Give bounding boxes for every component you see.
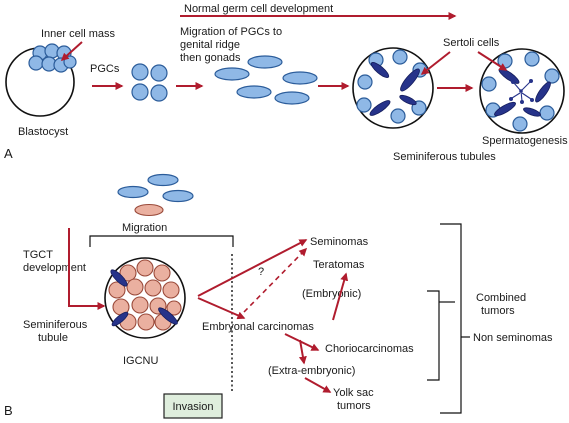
embryonic-label: (Embryonic) xyxy=(302,288,361,300)
migration-line-2: genital ridge xyxy=(180,39,240,51)
invasion-label: Invasion xyxy=(173,401,214,413)
to-seminomas-arrow xyxy=(197,239,308,297)
normal-development-label: Normal germ cell development xyxy=(184,3,333,15)
blastocyst-label: Blastocyst xyxy=(18,126,68,138)
igcnu-pink-cells xyxy=(108,259,182,331)
combined-line-1: Combined xyxy=(476,292,526,304)
teratomas-label: Teratomas xyxy=(313,259,365,271)
pgc-cluster xyxy=(131,63,168,102)
tgct-line-2: development xyxy=(23,262,86,274)
to-teratomas-arrow xyxy=(332,272,349,321)
yolk-sac-line-2: tumors xyxy=(337,400,371,412)
choriocarcinomas-label: Choriocarcinomas xyxy=(325,343,414,355)
yolk-sac-line-1: Yolk sac xyxy=(333,387,374,399)
spermatid-heads xyxy=(509,79,534,104)
blastocyst xyxy=(5,43,77,117)
spermatid-tails xyxy=(511,81,532,102)
invasion-box xyxy=(163,393,223,419)
extra-embryonic-label: (Extra-embryonic) xyxy=(268,365,355,377)
sertoli-pointer-1 xyxy=(420,51,451,75)
migration-line-1: Migration of PGCs to xyxy=(180,26,282,38)
non-seminomas-label: Non seminomas xyxy=(473,332,553,344)
seminiferous-b-line-2: tubule xyxy=(38,332,68,344)
to-extra-embryonic-arrow xyxy=(298,339,307,365)
migrating-pgcs xyxy=(214,55,318,105)
question-mark: ? xyxy=(258,266,264,278)
pgcs-label: PGCs xyxy=(90,63,120,75)
seminiferous-tubules-label: Seminiferous tubules xyxy=(393,151,496,163)
tgct-line-1: TGCT xyxy=(23,249,53,261)
combined-line-2: tumors xyxy=(481,305,515,317)
seminomas-label: Seminomas xyxy=(310,236,369,248)
to-embryonal-arrow xyxy=(197,297,246,320)
embryonal-carcinomas-label: Embryonal carcinomas xyxy=(202,321,314,333)
migration-b-label: Migration xyxy=(122,222,167,234)
seminiferous-b-line-1: Seminiferous xyxy=(23,319,88,331)
migration-line-3: then gonads xyxy=(180,52,241,64)
igcnu-tubule xyxy=(104,257,186,339)
inner-cell-mass-cells xyxy=(28,43,77,73)
inner-cell-mass-pointer xyxy=(60,41,83,62)
to-choriocarcinomas-arrow xyxy=(284,333,320,351)
igcnu-label: IGCNU xyxy=(123,355,159,367)
seminiferous-tubule-1 xyxy=(352,47,434,129)
question-dashed-arrow xyxy=(243,247,308,313)
tgct-arrow xyxy=(68,228,106,310)
non-seminomas-bracket xyxy=(440,223,462,414)
to-yolk-sac-arrow xyxy=(304,377,332,393)
panel-a-marker: A xyxy=(4,146,13,161)
sertoli-pointer-2 xyxy=(477,51,508,71)
panel-b-marker: B xyxy=(4,403,13,418)
migrating-cells-b xyxy=(117,173,194,217)
inner-cell-mass-label: Inner cell mass xyxy=(41,28,115,40)
spermatogenesis-label: Spermatogenesis xyxy=(482,135,568,147)
sertoli-cells-label: Sertoli cells xyxy=(443,37,500,49)
migration-bracket xyxy=(89,235,234,247)
combined-bracket xyxy=(427,290,440,381)
